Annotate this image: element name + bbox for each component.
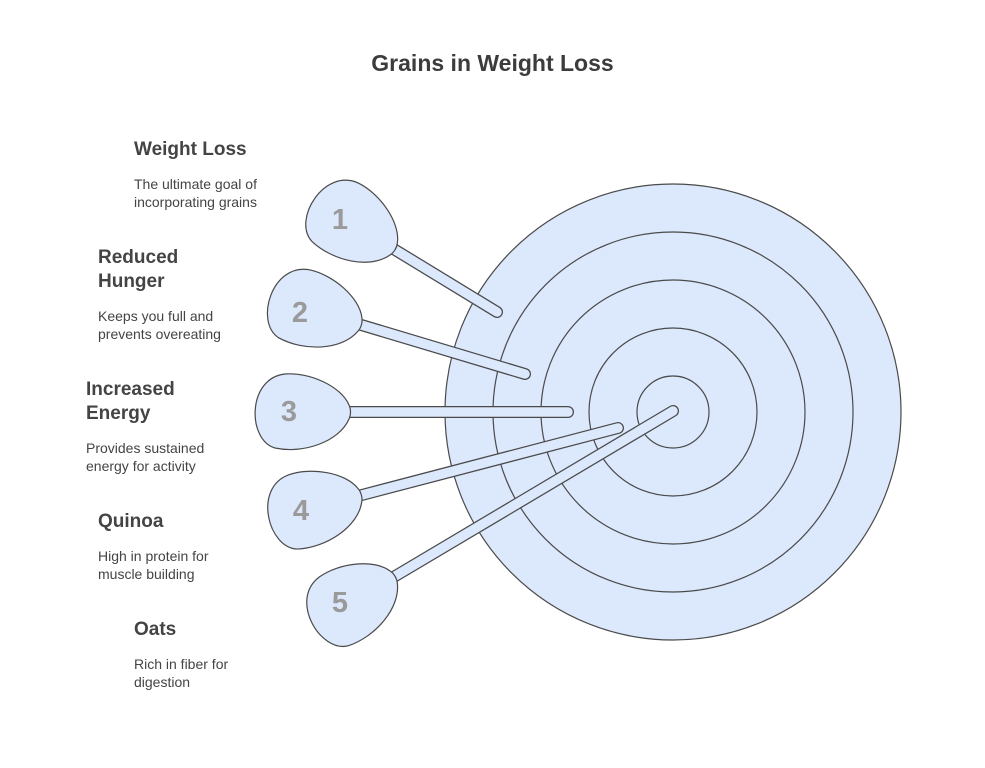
item-3: Increased Energy Provides sustained ener… bbox=[86, 378, 226, 475]
dart-shaft bbox=[387, 406, 678, 583]
item-5: Oats Rich in fiber for digestion bbox=[134, 618, 274, 691]
dart-flight bbox=[306, 563, 399, 647]
dart-number: 5 bbox=[332, 587, 348, 619]
dart-flight bbox=[254, 373, 352, 451]
dart-number: 3 bbox=[281, 396, 297, 428]
item-description: Rich in fiber for digestion bbox=[134, 656, 229, 690]
dart-flight bbox=[305, 179, 399, 263]
dart-2: 2 bbox=[266, 268, 531, 380]
item-description: Keeps you full and prevents overeating bbox=[98, 308, 221, 342]
item-2: Reduced Hunger Keeps you full and preven… bbox=[98, 246, 238, 343]
dart-flight bbox=[266, 268, 363, 348]
dart-shaft bbox=[387, 243, 502, 317]
dart-number: 2 bbox=[292, 297, 308, 329]
item-description: High in protein for muscle building bbox=[98, 548, 209, 582]
dart-4: 4 bbox=[267, 422, 624, 550]
dart-number: 1 bbox=[332, 204, 348, 236]
item-label: Weight Loss bbox=[134, 139, 247, 160]
dart-3: 3 bbox=[254, 373, 574, 451]
item-description: Provides sustained energy for activity bbox=[86, 440, 205, 474]
item-label: Reduced Hunger bbox=[98, 247, 179, 292]
dart-shaft bbox=[353, 423, 623, 501]
item-label: Increased Energy bbox=[86, 379, 175, 424]
dart-number: 4 bbox=[293, 495, 309, 527]
dart-flight bbox=[267, 470, 363, 550]
item-description: The ultimate goal of incorporating grain… bbox=[134, 176, 257, 210]
item-label: Oats bbox=[134, 619, 177, 640]
diagram-title: Grains in Weight Loss bbox=[371, 50, 614, 76]
item-label: Quinoa bbox=[98, 511, 164, 532]
item-4: Quinoa High in protein for muscle buildi… bbox=[98, 510, 238, 583]
item-1: Weight Loss The ultimate goal of incorpo… bbox=[134, 138, 294, 211]
dart-shaft bbox=[353, 319, 530, 379]
dart-1: 1 bbox=[305, 179, 503, 318]
dart-5: 5 bbox=[306, 405, 679, 647]
